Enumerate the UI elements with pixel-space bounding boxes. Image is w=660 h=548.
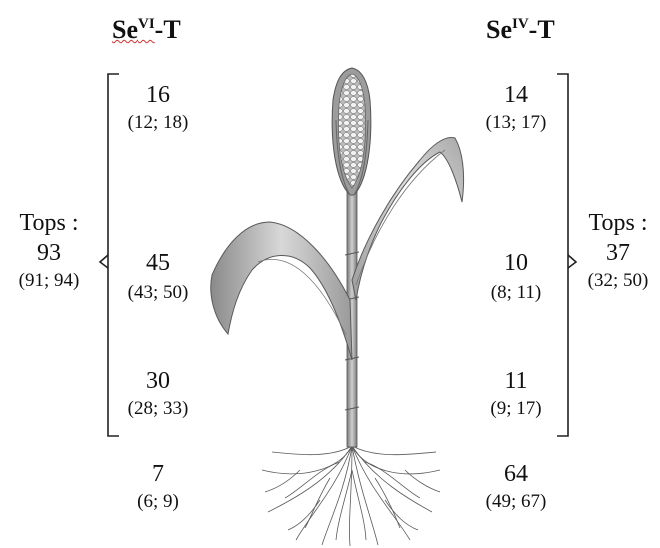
left-bracket	[98, 73, 119, 437]
left-cob-range: (12; 18)	[127, 112, 189, 133]
right-stem-value: 11	[504, 368, 528, 394]
header-selenate: SeVI-T	[112, 15, 181, 44]
right-tops-label: Tops :	[588, 210, 648, 236]
right-tops-total: Tops : 37 (32; 50)	[576, 208, 660, 294]
left-leaf	[210, 221, 353, 361]
right-leaf-value: 10	[504, 250, 528, 276]
right-tops-value: 37	[606, 240, 630, 266]
header-selenite: SeIV-T	[486, 15, 555, 44]
left-cob-value: 16	[146, 82, 170, 108]
left-tops-total: Tops : 93 (91; 94)	[2, 208, 96, 294]
right-stem-range: (9; 17)	[490, 398, 542, 419]
right-bracket	[557, 73, 578, 437]
left-stem-value: 30	[146, 368, 170, 394]
left-tops-range: (91; 94)	[18, 270, 80, 291]
right-tops-range: (32; 50)	[587, 270, 649, 291]
left-stem-range: (28; 33)	[127, 398, 189, 419]
right-leaf-range: (8; 11)	[490, 282, 542, 303]
right-roots-value: 64	[504, 461, 528, 487]
roots	[261, 445, 441, 547]
left-leaf-range: (43; 50)	[127, 282, 189, 303]
left-tops-label: Tops :	[19, 210, 79, 236]
right-roots-range: (49; 67)	[485, 491, 547, 512]
left-leaf-value: 45	[146, 250, 170, 276]
cob-kernels	[338, 73, 366, 189]
left-tops-value: 93	[37, 240, 61, 266]
right-leaf	[351, 136, 465, 301]
right-cob-range: (13; 17)	[485, 112, 547, 133]
left-roots-range: (6; 9)	[137, 491, 179, 512]
right-cob-value: 14	[504, 82, 528, 108]
left-roots-value: 7	[152, 461, 164, 487]
